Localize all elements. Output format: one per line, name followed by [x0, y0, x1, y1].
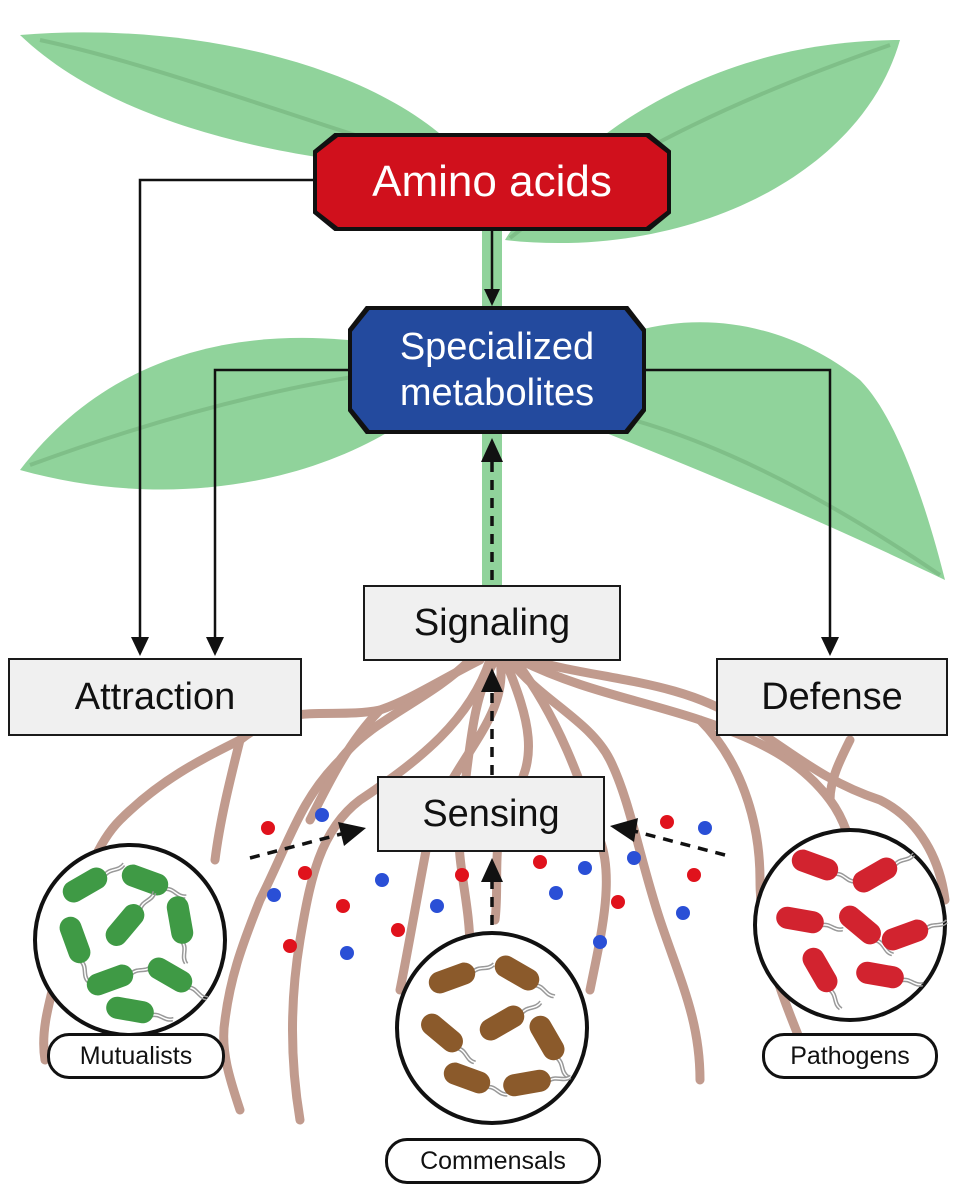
molecule-dot-blue — [578, 861, 592, 875]
arrow-specialized-to-defense — [640, 368, 832, 640]
bacterium — [443, 1062, 509, 1097]
pathogens-label: Pathogens — [790, 1041, 910, 1070]
bacterium — [105, 891, 157, 946]
specialized-label-line1: Specialized — [399, 326, 595, 368]
molecule-dot-blue — [676, 906, 690, 920]
molecule-dot-red — [283, 939, 297, 953]
mutualists-label-pill: Mutualists — [47, 1033, 225, 1079]
attraction-node: Attraction — [8, 658, 302, 736]
bacterium — [856, 961, 924, 989]
dashed-pathogens-to-sensing — [629, 828, 726, 857]
amino-acids-label: Amino acids — [372, 157, 612, 206]
amino-acids-node: Amino acids — [317, 137, 667, 227]
dashed-mutualists-to-sensing — [249, 831, 346, 860]
signaling-node: Signaling — [363, 585, 621, 661]
defense-label: Defense — [761, 675, 903, 718]
molecule-dot-blue — [340, 946, 354, 960]
arrow-amino-to-attraction — [138, 178, 318, 640]
molecule-dot-red — [336, 899, 350, 913]
molecule-dot-blue — [627, 851, 641, 865]
bacterium — [428, 962, 495, 994]
molecule-dot-red — [611, 895, 625, 909]
bacterium — [421, 1013, 476, 1065]
microbe-commensals — [395, 931, 589, 1125]
sensing-label: Sensing — [422, 792, 560, 835]
bacterium — [503, 1069, 572, 1097]
molecule-dot-red — [660, 815, 674, 829]
signaling-label: Signaling — [413, 601, 571, 644]
bacterium — [529, 1015, 570, 1079]
molecule-dot-blue — [430, 899, 444, 913]
sensing-node: Sensing — [377, 776, 605, 852]
bacterium — [62, 862, 126, 903]
bacterium — [852, 852, 916, 893]
pathogens-label-pill: Pathogens — [762, 1033, 938, 1079]
molecule-dot-red — [455, 868, 469, 882]
commensals-label-pill: Commensals — [385, 1138, 601, 1184]
molecule-dot-blue — [593, 935, 607, 949]
molecule-dot-blue — [375, 873, 389, 887]
solid-arrows — [131, 178, 839, 656]
molecule-dot-red — [298, 866, 312, 880]
specialized-label-line2: metabolites — [399, 372, 595, 414]
dashed-arrows — [249, 460, 726, 925]
arrow-specialized-to-attraction — [213, 368, 355, 640]
bacterium — [166, 896, 194, 965]
arrowhead-specialized — [484, 289, 500, 306]
defense-node: Defense — [716, 658, 948, 736]
arrowhead-attraction-2 — [206, 637, 224, 656]
commensals-label: Commensals — [420, 1146, 566, 1175]
molecule-dot-red — [687, 868, 701, 882]
microbe-mutualists — [33, 843, 227, 1037]
bacterium — [802, 947, 843, 1011]
molecule-dot-blue — [267, 888, 281, 902]
molecule-dot-blue — [315, 808, 329, 822]
arrowhead-defense — [821, 637, 839, 656]
bacterium — [494, 955, 556, 999]
arrowhead-attraction-1 — [131, 637, 149, 656]
mutualists-label: Mutualists — [79, 1041, 193, 1070]
bacterium — [479, 1000, 543, 1041]
molecule-dot-red — [533, 855, 547, 869]
bacterium — [147, 957, 209, 1001]
molecule-dot-red — [391, 923, 405, 937]
dashed-arrowheads — [338, 438, 638, 882]
molecule-dot-red — [261, 821, 275, 835]
molecule-dot-blue — [698, 821, 712, 835]
microbe-pathogens — [753, 828, 948, 1022]
attraction-label: Attraction — [74, 675, 236, 718]
molecule-dots — [261, 808, 712, 960]
bacterium — [881, 919, 948, 951]
specialized-metabolites-node: Specialized metabolites — [352, 310, 642, 430]
bacterium — [106, 996, 174, 1024]
bacterium — [776, 906, 844, 934]
molecule-dot-blue — [549, 886, 563, 900]
